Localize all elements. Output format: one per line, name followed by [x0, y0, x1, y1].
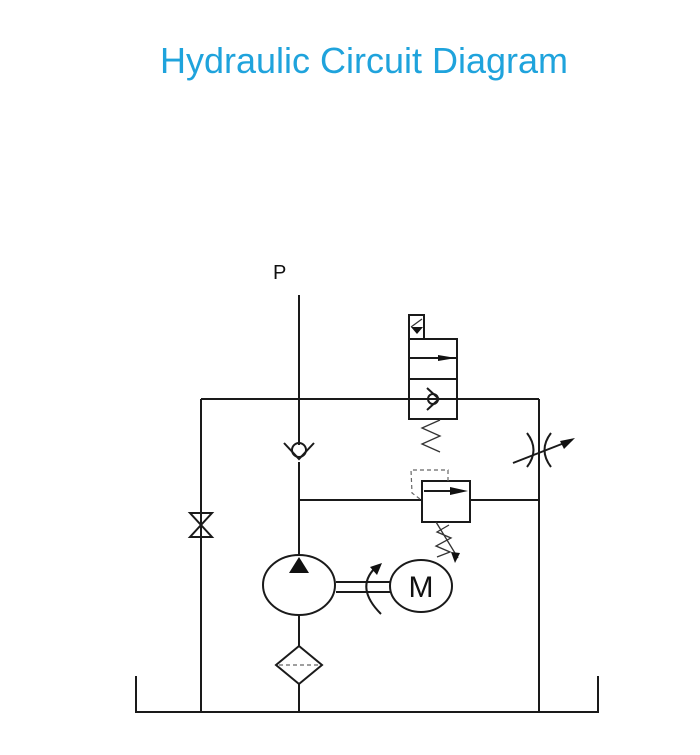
drive-shaft: [336, 563, 390, 615]
pump: [262, 554, 336, 616]
tank: [135, 676, 599, 713]
shutoff-valve: [187, 512, 215, 538]
relief-valve: [410, 469, 471, 563]
solenoid-valve: [408, 314, 458, 453]
diagram-title: Hydraulic Circuit Diagram: [159, 40, 569, 81]
filter: [274, 644, 324, 686]
throttle-valve: [512, 432, 575, 468]
check-valve: [283, 442, 315, 461]
port-label: P: [273, 262, 286, 284]
pipes: [200, 295, 540, 712]
motor-label: M: [409, 571, 434, 604]
electric-motor: M: [389, 559, 453, 613]
